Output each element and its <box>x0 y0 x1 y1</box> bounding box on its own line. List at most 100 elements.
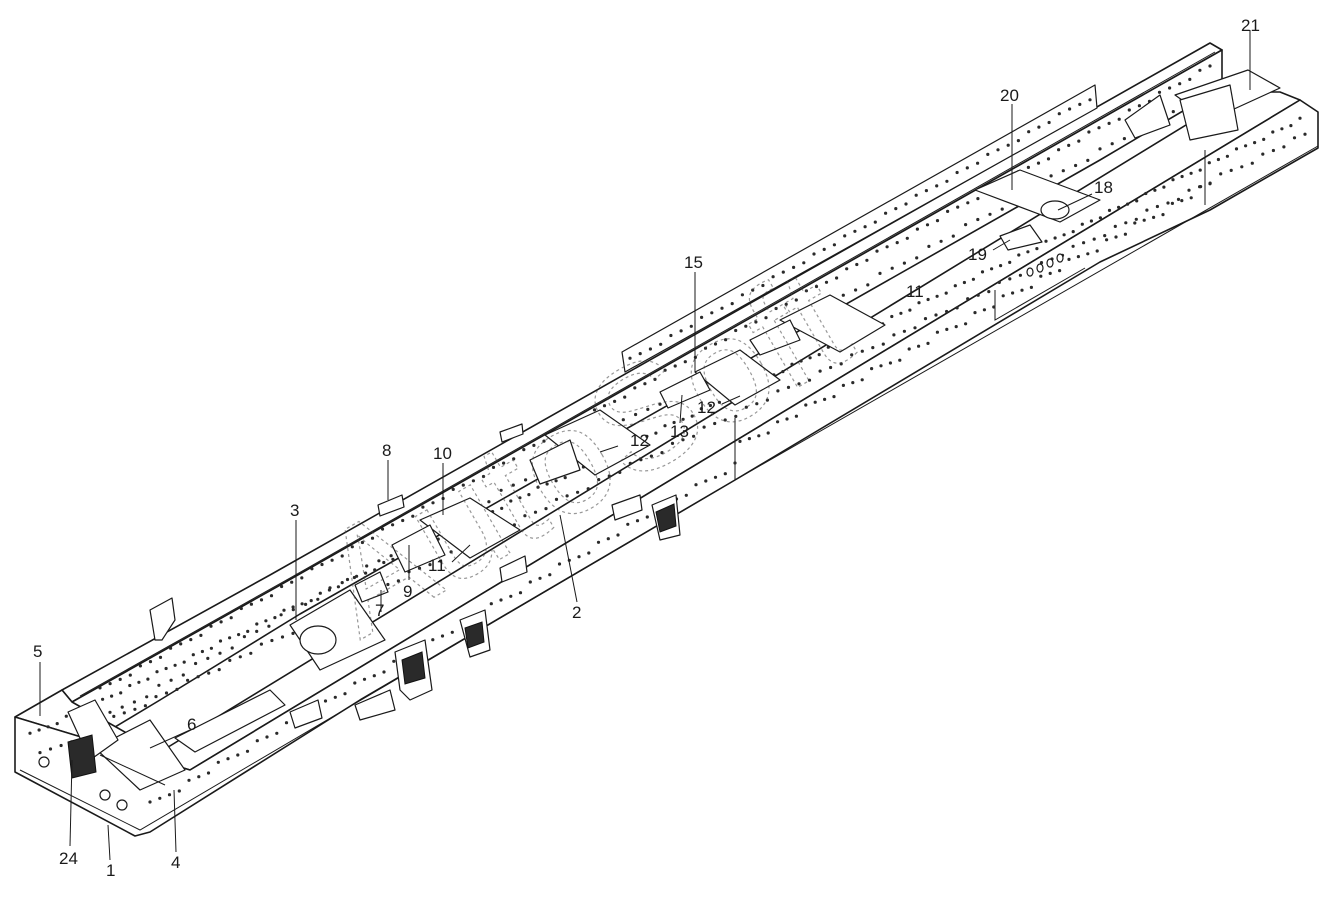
rivet-hole <box>669 333 673 338</box>
rivet-hole <box>808 356 812 360</box>
rivet-hole <box>265 735 269 739</box>
rivet-hole <box>607 474 611 478</box>
rivet-hole <box>237 633 241 637</box>
rivet-hole <box>841 293 845 297</box>
rivet-hole <box>1067 257 1071 261</box>
rivet-hole <box>935 219 940 223</box>
rivet-hole <box>207 671 211 675</box>
rivet-hole <box>1198 168 1202 172</box>
rivet-hole <box>1145 208 1149 212</box>
rivet-hole <box>690 414 694 418</box>
rivet-hole <box>451 487 455 491</box>
rivet-hole <box>209 624 213 628</box>
rivet-hole <box>1049 174 1053 178</box>
rivet-hole <box>340 581 344 585</box>
rivet-hole <box>854 288 858 292</box>
rivet-hole <box>738 439 742 443</box>
rivet-hole <box>976 293 980 297</box>
rivet-hole <box>218 651 222 655</box>
rivet-hole <box>792 265 796 269</box>
rivet-hole <box>597 478 601 482</box>
rivet-hole <box>148 660 153 664</box>
rivet-hole <box>1208 182 1212 186</box>
rivet-hole <box>1000 207 1004 211</box>
rivet-hole <box>118 677 122 682</box>
rivet-hole <box>382 670 386 674</box>
rivet-hole <box>527 493 531 497</box>
rivet-hole <box>964 322 968 326</box>
rivet-hole <box>1117 205 1121 209</box>
rivet-hole <box>487 500 491 504</box>
rivet-hole <box>554 479 558 483</box>
rivet-hole <box>137 680 141 684</box>
rivet-hole <box>273 616 277 620</box>
rivet-hole <box>157 683 161 687</box>
rivet-hole <box>1133 221 1137 225</box>
rivet-hole <box>177 789 181 793</box>
rivet-hole <box>587 551 591 555</box>
rivet-hole <box>1176 197 1181 201</box>
rivet-hole <box>681 417 685 421</box>
rivet-hole <box>730 302 734 306</box>
rivet-hole <box>533 510 538 514</box>
rivet-hole <box>182 660 186 664</box>
rivet-hole <box>890 266 894 270</box>
rivet-hole <box>242 635 246 639</box>
rivet-hole <box>832 243 837 247</box>
rivet-hole <box>532 443 536 447</box>
rivet-hole <box>218 639 223 643</box>
rivet-hole <box>396 579 400 583</box>
rivet-hole <box>757 434 761 438</box>
rivet-hole <box>200 649 204 654</box>
rivet-hole <box>699 407 703 411</box>
callout-7: 7 <box>375 601 384 620</box>
rivet-hole <box>275 731 279 735</box>
rivet-hole <box>982 308 987 312</box>
rivet-hole <box>781 370 785 374</box>
rivet-hole <box>895 241 899 245</box>
rivet-hole <box>164 666 168 671</box>
rivet-hole <box>148 800 152 804</box>
rivet-hole <box>628 356 632 360</box>
rivet-hole <box>133 707 137 711</box>
mounting-hole <box>116 799 128 811</box>
rivet-hole <box>181 673 185 677</box>
rivet-hole <box>187 778 191 782</box>
rivet-hole <box>1240 165 1244 169</box>
rivet-hole <box>59 743 63 748</box>
rivet-hole <box>267 624 271 628</box>
rivet-hole <box>692 434 696 438</box>
rivet-hole <box>829 365 833 370</box>
upper-reinforcement-plate <box>621 84 1098 373</box>
rivet-hole <box>841 383 846 387</box>
rivet-hole <box>538 576 542 580</box>
rivet-hole <box>1086 252 1090 256</box>
rivet-hole <box>428 563 432 567</box>
rivet-hole <box>1057 112 1061 116</box>
rivet-hole <box>966 297 970 301</box>
callout-20: 20 <box>1000 86 1019 105</box>
rivet-hole <box>866 283 870 287</box>
rivet-hole <box>1080 222 1084 226</box>
rivet-hole <box>823 397 827 401</box>
rivet-hole <box>865 258 869 262</box>
rivet-hole <box>1303 132 1307 136</box>
rivet-hole <box>1008 260 1012 264</box>
rivet-hole <box>908 308 912 312</box>
rivet-hole <box>751 288 755 292</box>
rivet-hole <box>804 289 809 293</box>
rivet-hole <box>1036 161 1041 165</box>
rivet-hole <box>362 677 367 681</box>
rivet-hole <box>616 533 620 537</box>
rivet-hole <box>119 691 123 695</box>
rivet-hole <box>1250 161 1254 165</box>
rivet-hole <box>1110 142 1114 146</box>
rivet-hole <box>563 476 567 480</box>
rivet-hole <box>554 497 559 501</box>
rivet-hole <box>282 608 286 612</box>
rivet-hole <box>992 305 996 309</box>
rivet-hole <box>518 591 523 595</box>
rivet-hole <box>646 407 650 411</box>
rivet-hole <box>101 697 105 701</box>
rivet-hole <box>1044 239 1048 243</box>
